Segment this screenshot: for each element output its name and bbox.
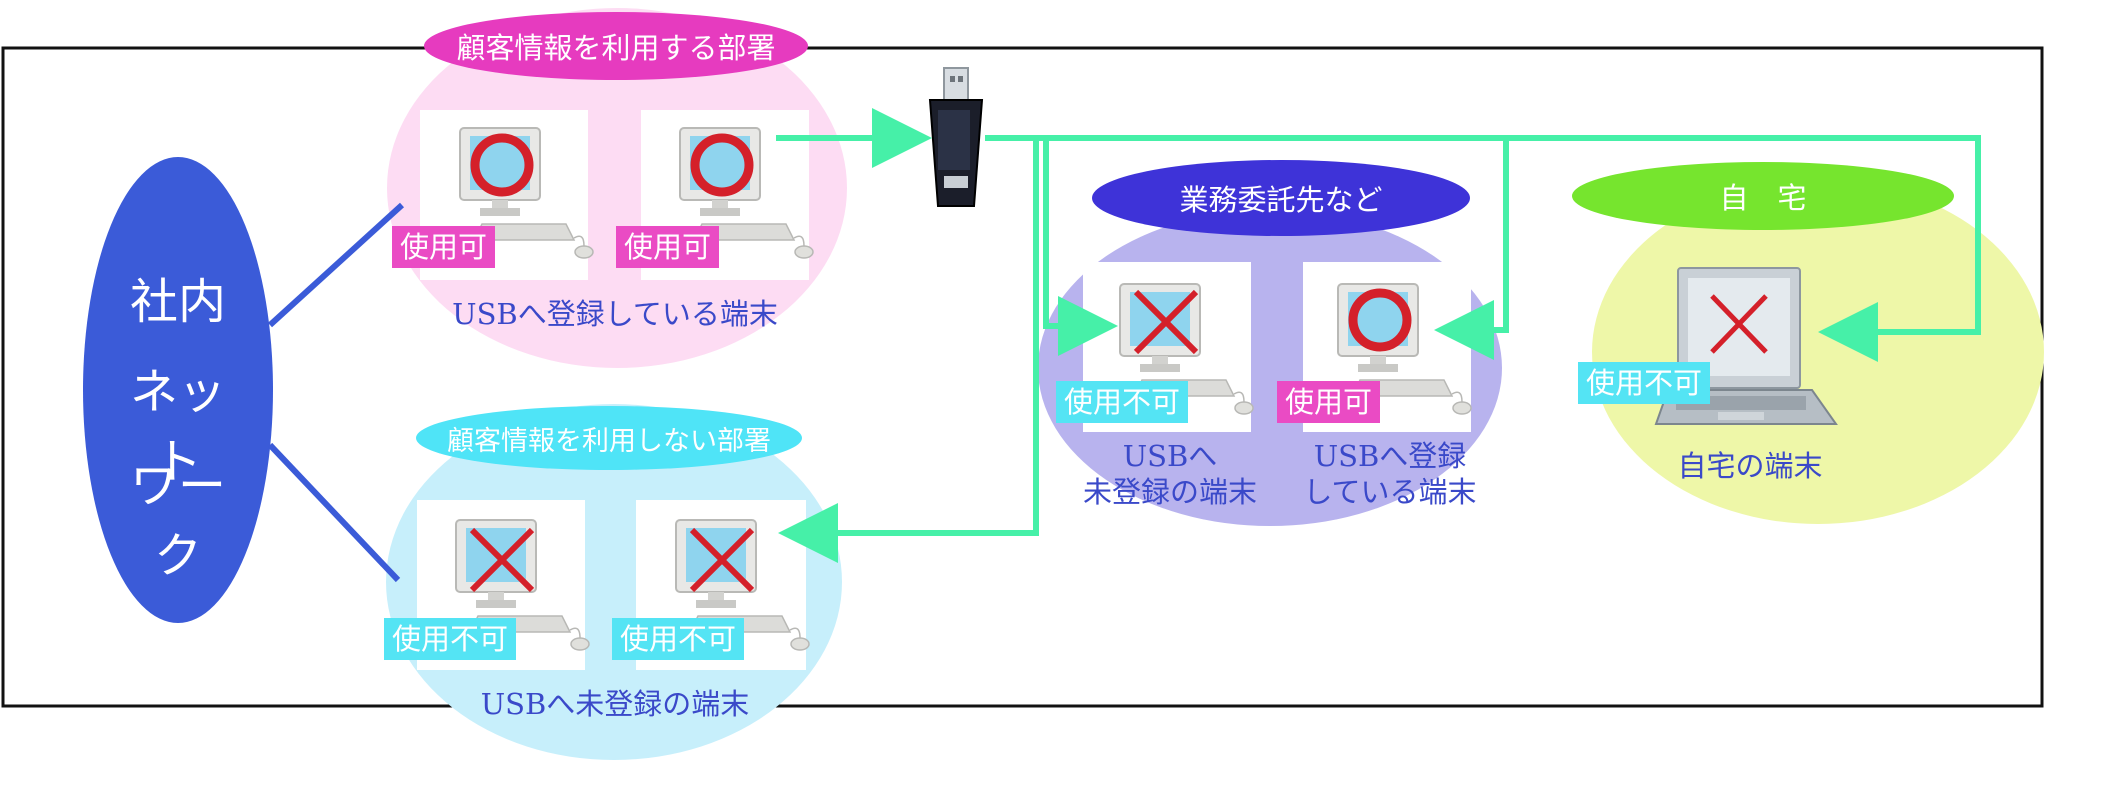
group-title-using: 顧客情報を利用する部署 [424,12,808,80]
cross-ng-icon [689,527,755,593]
cross-ng-icon [469,527,535,593]
network-label-line1: 社内 [129,274,226,330]
status-badge-ok: 使用可 [1277,381,1381,423]
network-label-line3: ワーク [129,458,226,584]
caption-line: USBへ [1122,439,1218,473]
caption-using: USBへ登録している端末 [452,297,778,331]
status-badge-ng: 使用不可 [1056,381,1189,423]
cross-ng-icon [1710,294,1768,354]
group-title-contractor: 業務委託先など [1092,160,1470,236]
caption-line: USBへ登録 [1313,439,1467,473]
status-badge-ok: 使用可 [392,226,496,268]
group-title-not-using: 顧客情報を利用しない部署 [416,406,802,470]
status-badge-ng: 使用不可 [1578,362,1711,404]
status-badge-ng: 使用不可 [384,618,517,660]
network-label: ネット [108,352,248,492]
circle-ok-icon [1348,288,1412,352]
usb-drive-icon [928,67,984,207]
caption-line: している端末 [1303,475,1477,510]
caption-not-using: USBへ未登録の端末 [480,687,750,721]
status-badge-ng: 使用不可 [612,618,745,660]
group-title-home: 自 宅 [1572,162,1954,230]
caption-line: 未登録の端末 [1082,475,1257,510]
outer-frame [1,46,2044,708]
network-label: 社内 [128,262,228,332]
network-node [83,157,273,623]
network-label: ワーク [108,446,248,586]
network-label-line2: ネット [129,364,226,490]
blue-group-area [386,404,842,760]
cross-ng-icon [1133,289,1199,355]
caption-contractor-registered: USBへ登録 している端末 [1280,438,1500,511]
caption-home: 自宅の端末 [1677,449,1823,483]
circle-ok-icon [690,133,754,197]
caption-contractor-unregistered: USBへ 未登録の端末 [1060,438,1280,511]
circle-ok-icon [470,133,534,197]
status-badge-ok: 使用可 [616,226,720,268]
